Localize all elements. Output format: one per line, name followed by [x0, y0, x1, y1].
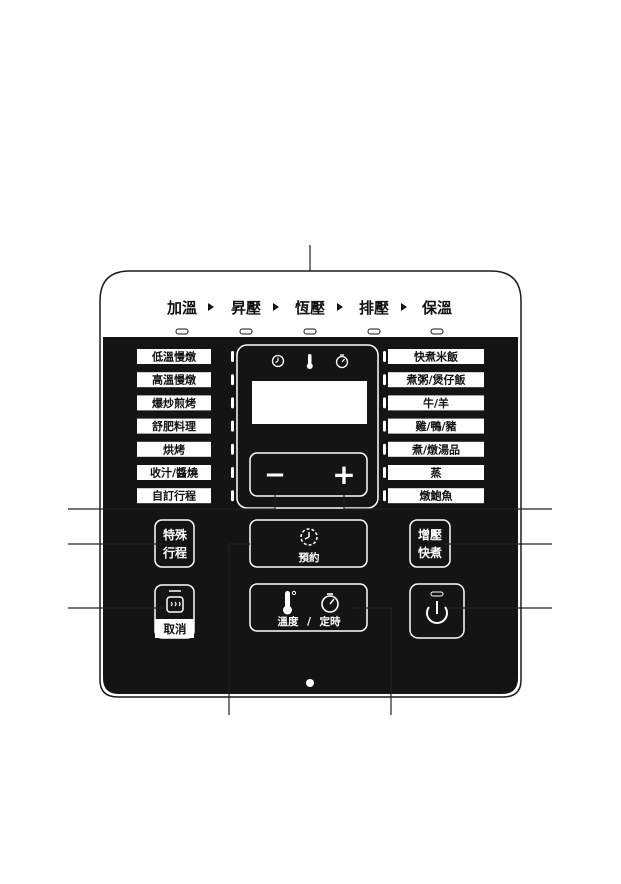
left-menu-label: 自訂行程 — [152, 489, 196, 503]
stage-label: 昇壓 — [231, 299, 261, 317]
panel-notch — [306, 679, 314, 687]
right-menu-led — [383, 397, 386, 408]
timer-label: 定時 — [319, 615, 341, 628]
left-menu-led — [231, 444, 234, 455]
left-menu-label: 舒肥料理 — [152, 419, 196, 433]
stage-label: 加溫 — [166, 299, 197, 317]
right-menu-led — [383, 467, 386, 478]
right-menu-label: 雞/鴨/豬 — [414, 419, 456, 433]
left-menu-led — [231, 490, 234, 501]
stage-label: 保溫 — [421, 299, 452, 317]
special-program-label-1: 特殊 — [163, 527, 188, 542]
left-menu-label: 高溫慢燉 — [152, 373, 196, 387]
right-menu-led — [383, 351, 386, 362]
right-menu-label: 快煮米飯 — [413, 350, 458, 364]
boost-cook-label-2: 快煮 — [418, 545, 442, 560]
left-menu-led — [231, 397, 234, 408]
temp-label: 溫度 — [278, 615, 299, 628]
left-menu-led — [231, 351, 234, 362]
right-menu-label: 牛/羊 — [423, 396, 449, 410]
right-menu-led — [383, 444, 386, 455]
lcd-display — [252, 381, 367, 424]
left-menu-led — [231, 374, 234, 385]
right-menu-label: 煮/燉湯品 — [411, 442, 460, 456]
left-menu-label: 爆炒煎烤 — [152, 396, 196, 410]
right-menu-label: 煮粥/煲仔飯 — [405, 373, 465, 387]
right-menu-led — [383, 374, 386, 385]
left-menu-label: 低溫慢燉 — [151, 350, 196, 364]
reserve-label: 預約 — [299, 551, 320, 564]
left-menu-label: 收汁/醬燒 — [150, 466, 198, 480]
slash-label: / — [307, 616, 311, 628]
minus-button[interactable]: − — [264, 460, 286, 490]
cancel-label: 取消 — [164, 622, 187, 636]
right-menu-label: 燉鮑魚 — [420, 489, 453, 503]
right-menu-led — [383, 490, 386, 501]
left-menu-label: 烘烤 — [163, 442, 185, 456]
left-menu-led — [231, 421, 234, 432]
plus-button[interactable]: + — [332, 458, 355, 491]
boost-cook-label-1: 增壓 — [418, 527, 442, 542]
stage-label: 排壓 — [359, 299, 389, 317]
right-menu-label: 蒸 — [431, 466, 442, 480]
right-menu-led — [383, 421, 386, 432]
left-menu-led — [231, 467, 234, 478]
stage-label: 恆壓 — [294, 299, 325, 317]
special-program-label-2: 行程 — [162, 545, 187, 560]
